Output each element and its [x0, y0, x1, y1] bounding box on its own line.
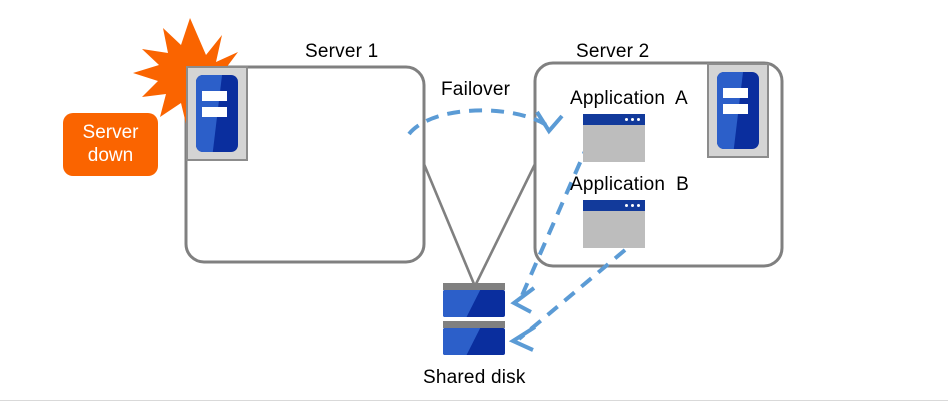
server-icon-slot-1: [201, 91, 228, 102]
server1-disk-link-line: [422, 163, 476, 285]
server-icon-body: [196, 75, 238, 152]
server-down-line-1: Server: [82, 122, 139, 144]
server-icon-slot-2: [201, 107, 228, 118]
app-a-disk-arrow-head: [510, 286, 536, 314]
app-a-disk-arrow-line: [518, 141, 591, 301]
shared-disk-label: Shared disk: [423, 367, 526, 388]
failover-arrow-curve: [407, 108, 550, 136]
app-window-dot: [637, 204, 640, 207]
server-icon-slot-2: [722, 104, 749, 115]
application-b-label: Application B: [570, 174, 689, 195]
app-window-icon-a[interactable]: [583, 114, 645, 162]
app-window-titlebar: [583, 200, 645, 211]
disk-platter-1: [443, 290, 505, 317]
app-window-dot: [631, 204, 634, 207]
app-window-dot: [625, 204, 628, 207]
app-window-dot: [637, 118, 640, 121]
server-down-callout[interactable]: Server down: [63, 113, 158, 176]
app-window-dot: [631, 118, 634, 121]
failover-label: Failover: [441, 79, 511, 100]
app-window-titlebar: [583, 114, 645, 125]
server-icon-slot-1: [722, 88, 749, 99]
application-a-label: Application A: [570, 88, 688, 109]
server-machine-icon-1[interactable]: [186, 66, 248, 161]
app-window-dot: [625, 118, 628, 121]
disk-bar-middle: [443, 321, 505, 328]
disk-stack-icon[interactable]: [443, 283, 505, 359]
server-icon-body: [717, 72, 759, 149]
server-1-label: Server 1: [305, 41, 379, 62]
disk-bar-top: [443, 283, 505, 290]
server-down-line-2: down: [87, 144, 134, 166]
disk-platter-2: [443, 328, 505, 355]
failover-arrow-head: [535, 110, 564, 135]
app-window-icon-b[interactable]: [583, 200, 645, 248]
app-b-disk-arrow-head: [508, 325, 537, 352]
server2-disk-link-line: [474, 163, 537, 285]
server-machine-icon-2[interactable]: [707, 63, 769, 158]
server-2-label: Server 2: [576, 41, 650, 62]
app-b-disk-arrow-line: [517, 248, 627, 341]
